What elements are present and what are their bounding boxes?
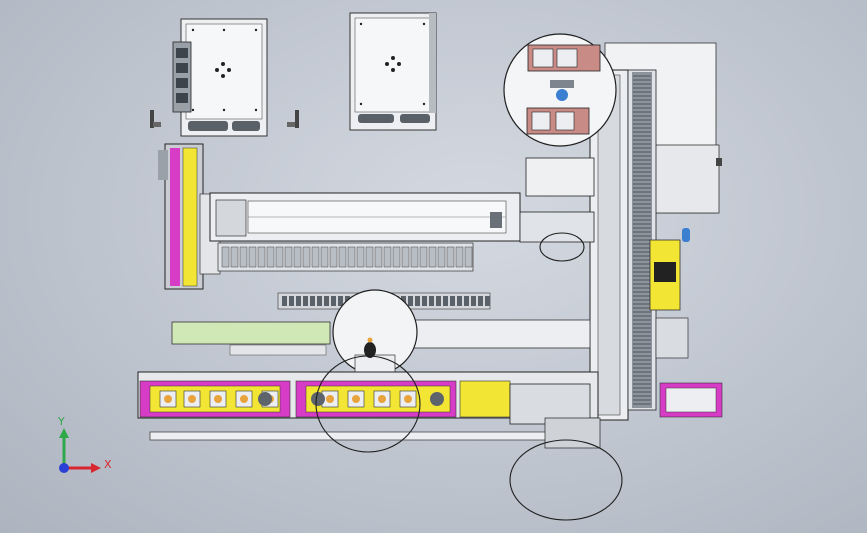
right-vertical-conveyor [589,42,722,421]
detail-view-center [332,289,418,378]
detail-circles-lower [315,232,623,521]
middle-cable-chain [171,292,591,356]
upper-linear-module [209,157,595,272]
top-left-mounting-plate [150,18,299,137]
y-axis-label: Y [57,415,65,428]
x-axis-label: X [104,458,112,471]
left-vertical-feeder [158,143,221,290]
detail-view-upper-right [503,33,617,147]
coordinate-triad: Y X [57,415,112,473]
main-lower-conveyor [137,371,723,449]
top-center-mounting-plate [349,12,437,131]
